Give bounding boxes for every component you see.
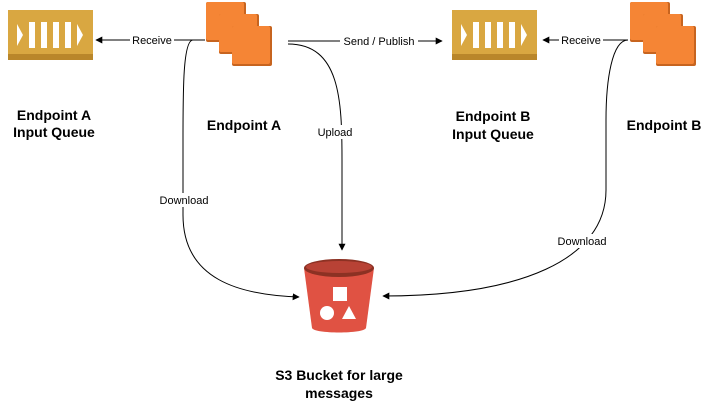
edge-download-b — [382, 39, 629, 300]
edge-label-receive-b: Receive — [559, 33, 603, 47]
endpoint-b-label: Endpoint B — [627, 117, 702, 133]
s3-bucket-icon — [304, 259, 374, 333]
endpoint-b-queue-icon — [452, 10, 537, 60]
edge-label-download-b: Download — [553, 234, 611, 248]
s3-bucket-label-line1: S3 Bucket for large — [275, 367, 403, 383]
edge-upload — [287, 43, 346, 251]
svg-text:Receive: Receive — [132, 35, 172, 47]
endpoint-a-queue-label-line1: Endpoint A — [17, 107, 91, 123]
svg-text:Receive: Receive — [561, 35, 601, 47]
endpoint-b-compute-icon — [630, 2, 696, 66]
svg-text:Upload: Upload — [318, 127, 353, 139]
endpoint-a-queue-icon — [8, 10, 93, 60]
s3-bucket-label-line2: messages — [305, 385, 373, 401]
edge-label-receive-a: Receive — [130, 33, 174, 47]
svg-text:Download: Download — [160, 195, 209, 207]
edge-label-download-a: Download — [155, 193, 213, 207]
endpoint-b-queue-label-line2: Input Queue — [452, 126, 534, 142]
edge-download-a — [182, 39, 300, 301]
svg-text:Download: Download — [558, 236, 607, 248]
endpoint-a-compute-icon — [206, 2, 272, 66]
endpoint-a-label: Endpoint A — [207, 117, 281, 133]
edge-label-upload: Upload — [315, 125, 355, 139]
endpoint-b-queue-label-line1: Endpoint B — [456, 108, 531, 124]
svg-text:Send / Publish: Send / Publish — [344, 36, 415, 48]
edge-label-send-publish: Send / Publish — [340, 34, 418, 48]
endpoint-a-queue-label-line2: Input Queue — [13, 124, 95, 140]
